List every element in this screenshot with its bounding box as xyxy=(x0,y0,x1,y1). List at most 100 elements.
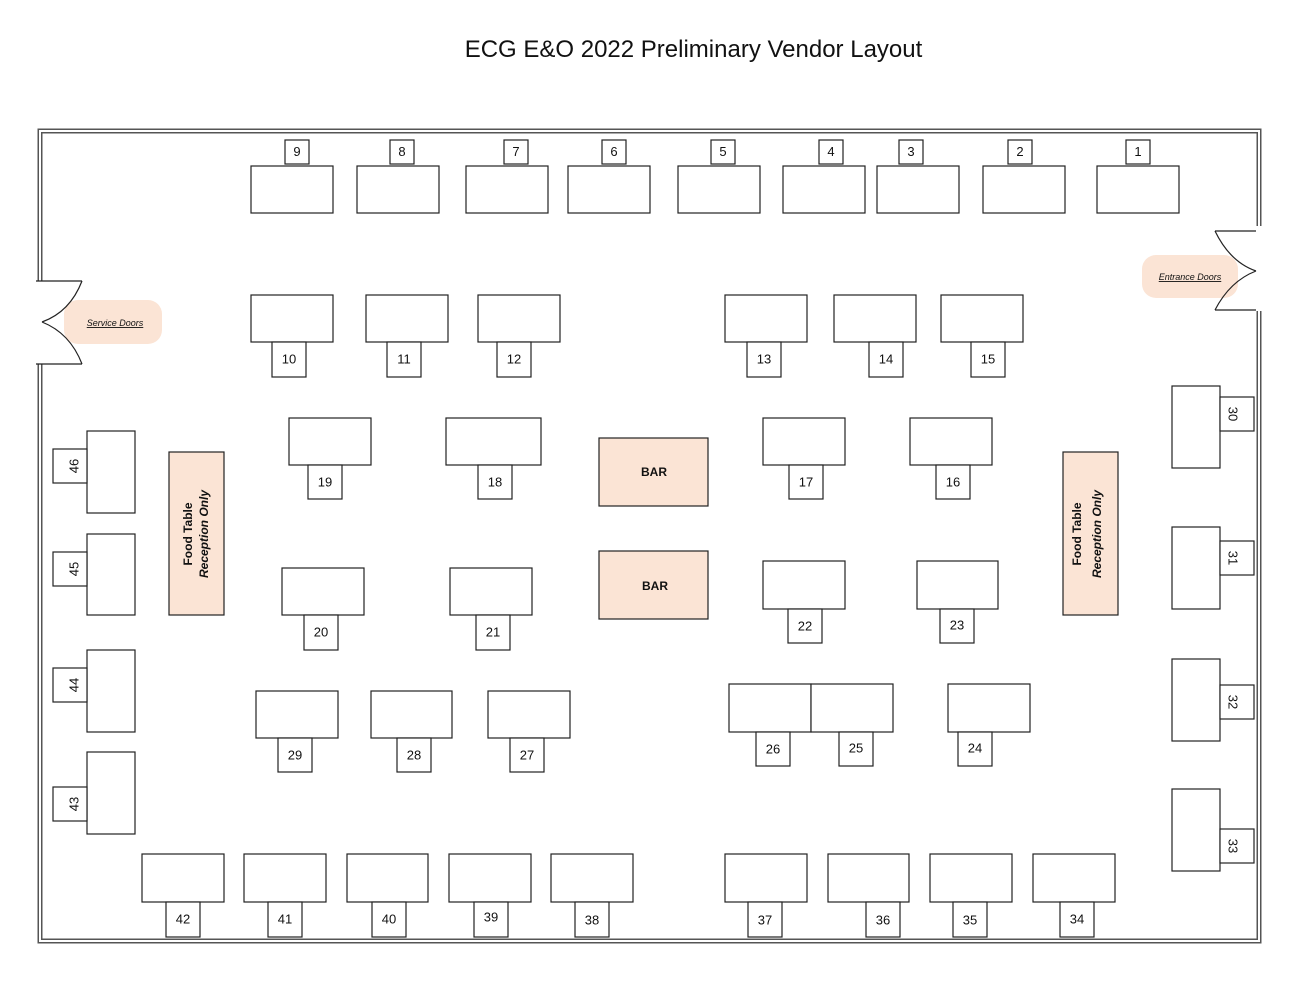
booth-42[interactable]: 42 xyxy=(141,853,225,938)
svg-text:17: 17 xyxy=(799,474,813,489)
svg-text:3: 3 xyxy=(907,144,914,159)
svg-text:1: 1 xyxy=(1134,144,1141,159)
booth-41[interactable]: 41 xyxy=(243,853,327,938)
svg-text:2: 2 xyxy=(1016,144,1023,159)
svg-text:19: 19 xyxy=(318,474,332,489)
svg-text:46: 46 xyxy=(66,459,81,473)
booth-38[interactable]: 38 xyxy=(550,853,634,938)
bar-2: BAR xyxy=(598,550,709,620)
booth-6[interactable]: 6 xyxy=(567,139,651,214)
booth-28[interactable]: 28 xyxy=(370,690,453,773)
svg-text:22: 22 xyxy=(798,618,812,633)
booth-23[interactable]: 23 xyxy=(916,560,999,644)
svg-text:15: 15 xyxy=(981,351,995,366)
booth-14[interactable]: 14 xyxy=(833,294,917,378)
svg-text:39: 39 xyxy=(484,909,498,924)
booth-32[interactable]: 32 xyxy=(1171,658,1255,742)
svg-text:4: 4 xyxy=(827,144,834,159)
food-table-right-line1: Food Table xyxy=(1070,502,1084,565)
svg-text:18: 18 xyxy=(488,474,502,489)
booth-46[interactable]: 46 xyxy=(52,430,136,514)
vendor-booths: 9 8 7 6 5 4 3 xyxy=(52,139,1255,938)
svg-text:10: 10 xyxy=(282,351,296,366)
svg-text:37: 37 xyxy=(758,912,772,927)
svg-text:5: 5 xyxy=(719,144,726,159)
booth-13[interactable]: 13 xyxy=(724,294,808,378)
booth-2[interactable]: 2 xyxy=(982,139,1066,214)
svg-text:12: 12 xyxy=(507,351,521,366)
svg-text:45: 45 xyxy=(66,562,81,576)
svg-text:7: 7 xyxy=(512,144,519,159)
svg-text:25: 25 xyxy=(849,740,863,755)
service-doors-label: Service Doors xyxy=(87,318,144,328)
booth-12[interactable]: 12 xyxy=(477,294,561,378)
booth-7[interactable]: 7 xyxy=(465,139,549,214)
service-doors[interactable]: Service Doors xyxy=(41,280,162,365)
food-table-right-line2: Reception Only xyxy=(1090,489,1104,578)
booth-4[interactable]: 4 xyxy=(782,139,866,214)
booth-44[interactable]: 44 xyxy=(52,649,136,733)
entrance-doors-label: Entrance Doors xyxy=(1159,272,1222,282)
svg-text:24: 24 xyxy=(968,740,982,755)
svg-text:44: 44 xyxy=(66,678,81,692)
booth-22[interactable]: 22 xyxy=(762,560,846,644)
svg-text:23: 23 xyxy=(950,617,964,632)
svg-text:6: 6 xyxy=(610,144,617,159)
svg-text:14: 14 xyxy=(879,351,893,366)
booth-39[interactable]: 39 xyxy=(448,853,532,938)
booth-34[interactable]: 34 xyxy=(1032,853,1116,938)
svg-text:13: 13 xyxy=(757,351,771,366)
svg-text:11: 11 xyxy=(397,351,411,366)
svg-text:21: 21 xyxy=(486,624,500,639)
booth-20[interactable]: 20 xyxy=(281,567,365,651)
booth-8[interactable]: 8 xyxy=(356,139,440,214)
booth-30[interactable]: 30 xyxy=(1171,385,1255,469)
booth-5[interactable]: 5 xyxy=(677,139,761,214)
booth-45[interactable]: 45 xyxy=(52,533,136,616)
booth-21[interactable]: 21 xyxy=(449,567,533,651)
booth-24[interactable]: 24 xyxy=(947,683,1031,767)
booth-29[interactable]: 29 xyxy=(255,690,339,773)
booth-11[interactable]: 11 xyxy=(365,294,449,378)
page-title: ECG E&O 2022 Preliminary Vendor Layout xyxy=(464,36,923,63)
booth-27[interactable]: 27 xyxy=(487,690,571,773)
booth-15[interactable]: 15 xyxy=(940,294,1024,378)
entrance-doors-highlight xyxy=(1142,255,1238,298)
bar-1-label: BAR xyxy=(641,465,667,479)
booth-40[interactable]: 40 xyxy=(346,853,429,938)
svg-text:43: 43 xyxy=(66,797,81,811)
booth-3[interactable]: 3 xyxy=(876,139,960,214)
booth-1[interactable]: 1 xyxy=(1096,139,1180,214)
svg-text:28: 28 xyxy=(407,747,421,762)
svg-text:27: 27 xyxy=(520,747,534,762)
booth-16[interactable]: 16 xyxy=(909,417,993,500)
service-doors-highlight xyxy=(64,300,162,344)
svg-text:8: 8 xyxy=(398,144,405,159)
booth-31[interactable]: 31 xyxy=(1171,526,1255,610)
booth-26[interactable]: 26 xyxy=(728,683,812,767)
svg-text:40: 40 xyxy=(382,911,396,926)
booth-10[interactable]: 10 xyxy=(250,294,334,378)
svg-text:20: 20 xyxy=(314,624,328,639)
food-table-right: Food Table Reception Only xyxy=(1062,451,1119,616)
booth-18[interactable]: 18 xyxy=(445,417,542,500)
booth-19[interactable]: 19 xyxy=(288,417,372,500)
booth-33[interactable]: 33 xyxy=(1171,788,1255,872)
food-table-left-line1: Food Table xyxy=(181,502,195,565)
booth-36[interactable]: 36 xyxy=(827,853,910,938)
entrance-doors[interactable]: Entrance Doors xyxy=(1142,230,1257,311)
food-table-left: Food Table Reception Only xyxy=(168,451,225,616)
svg-text:29: 29 xyxy=(288,747,302,762)
svg-text:32: 32 xyxy=(1226,695,1241,709)
booth-25[interactable]: 25 xyxy=(810,683,894,767)
booth-9[interactable]: 9 xyxy=(250,139,334,214)
booth-17[interactable]: 17 xyxy=(762,417,846,500)
svg-text:41: 41 xyxy=(278,911,292,926)
booth-43[interactable]: 43 xyxy=(52,751,136,835)
svg-text:26: 26 xyxy=(766,741,780,756)
booth-35[interactable]: 35 xyxy=(929,853,1013,938)
booth-37[interactable]: 37 xyxy=(724,853,808,938)
svg-text:31: 31 xyxy=(1226,551,1241,565)
svg-text:42: 42 xyxy=(176,911,190,926)
